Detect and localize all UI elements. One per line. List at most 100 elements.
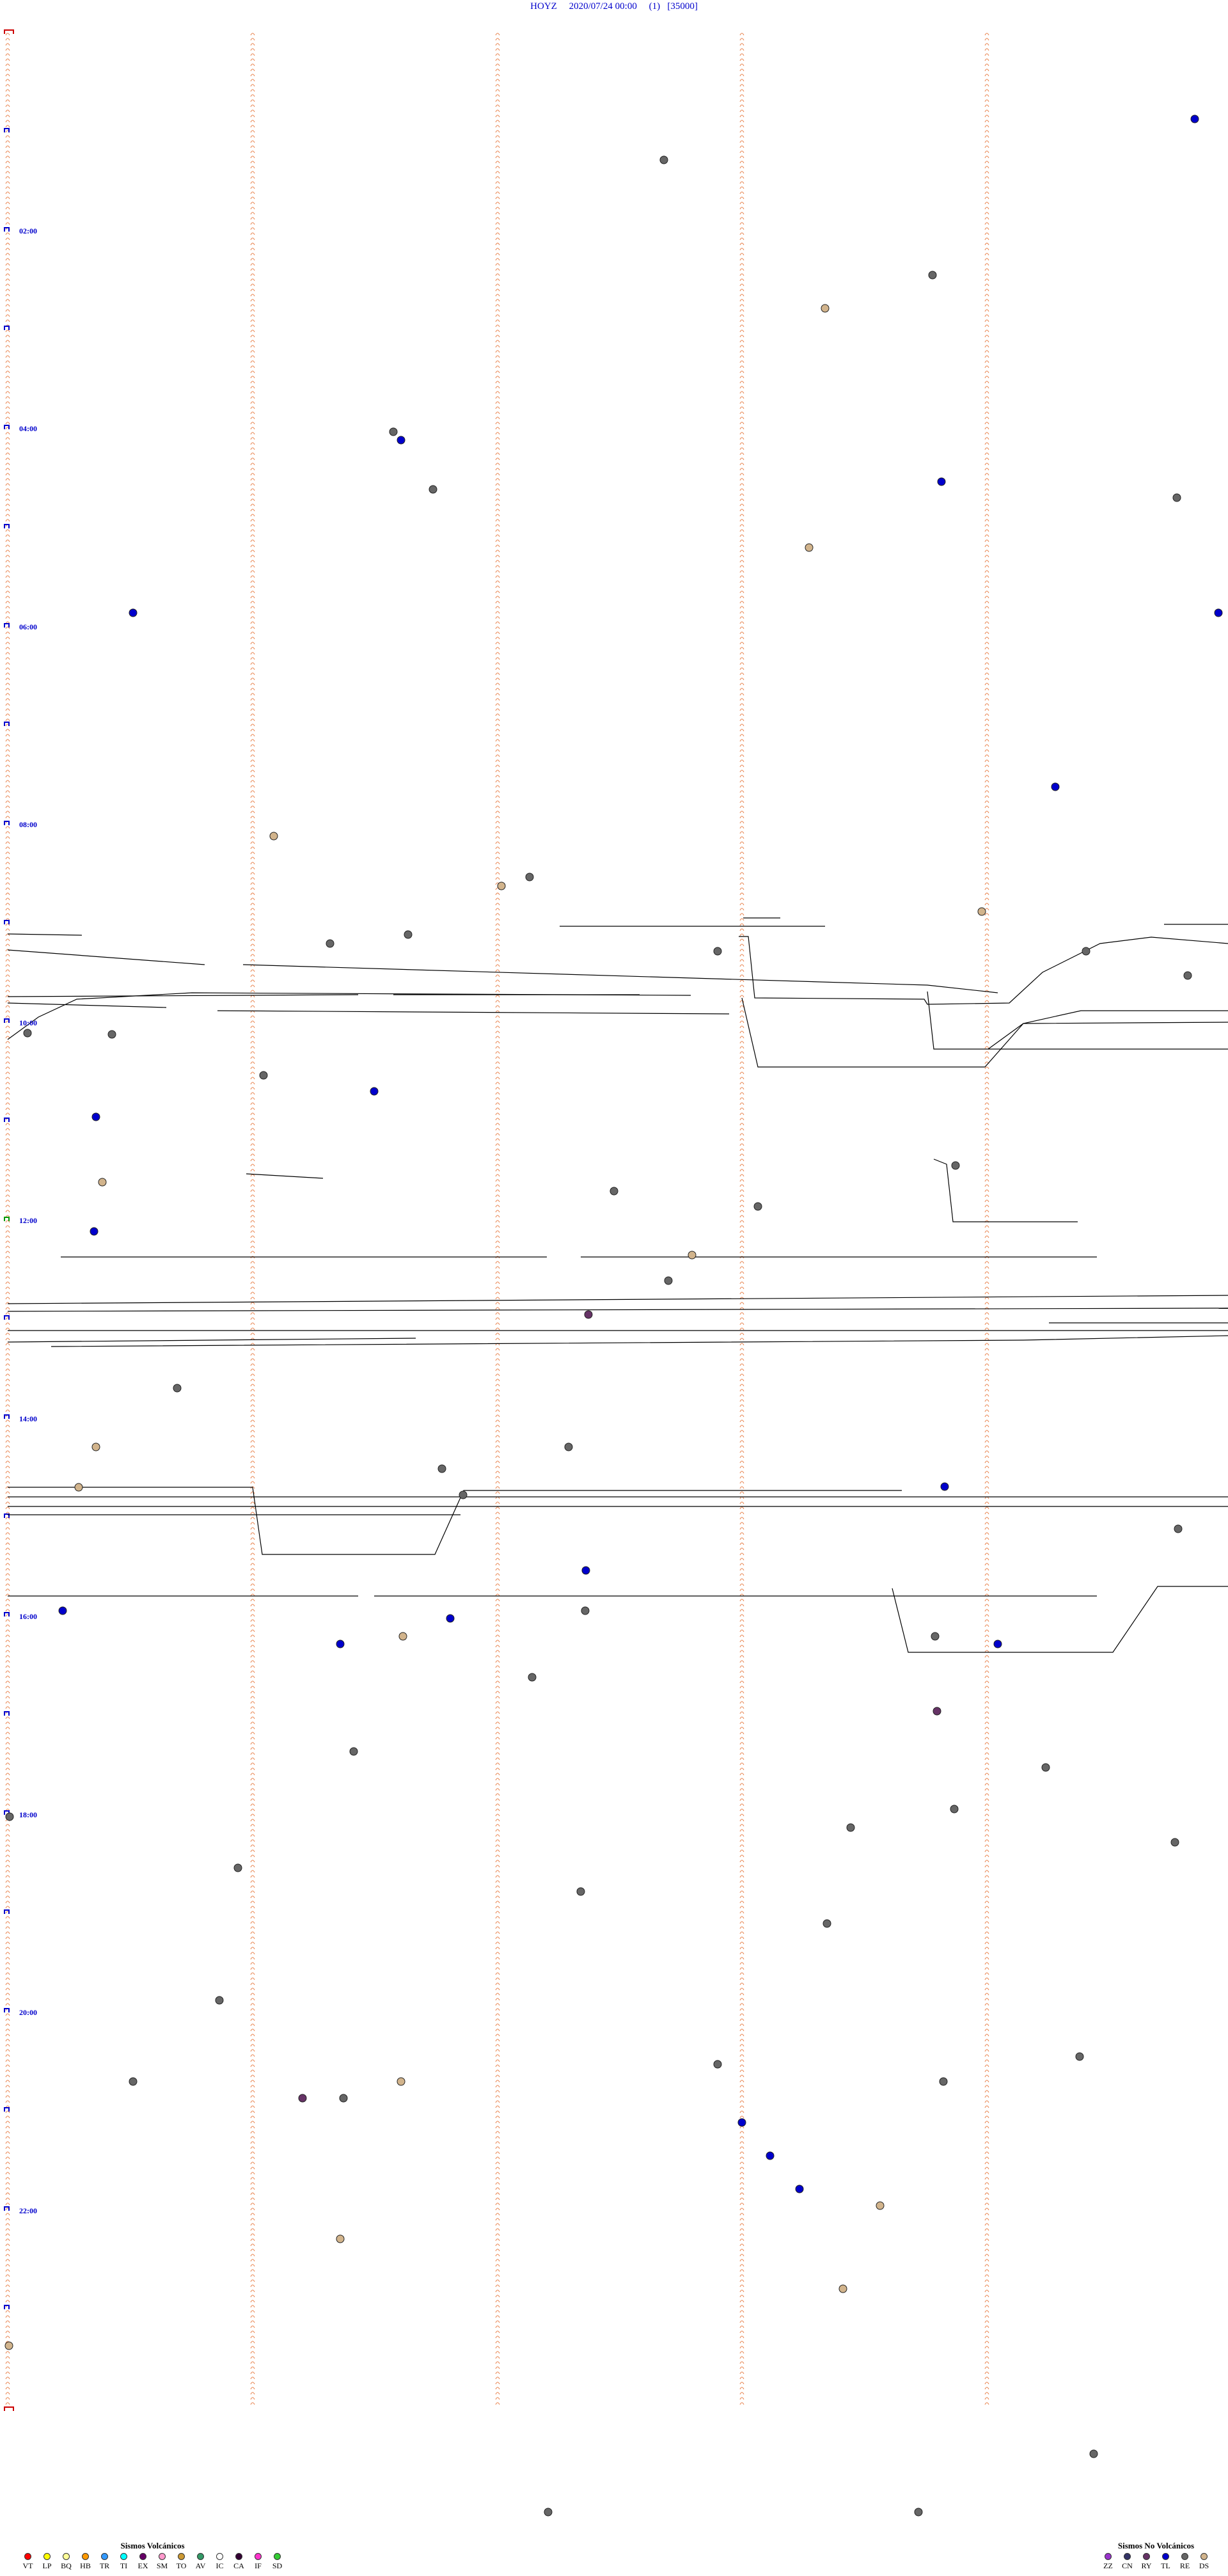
event-dot (951, 1161, 960, 1170)
event-dot (795, 2185, 804, 2193)
hour-bracket (4, 425, 10, 429)
trace-column (984, 33, 989, 2405)
legend-volcanic-title: Sismos Volcánicos (120, 2541, 185, 2550)
event-line (7, 992, 691, 1040)
legend-nonvolcanic-title: Sismos No Volcánicos (1117, 2541, 1195, 2550)
legend-item: CN (1119, 2553, 1136, 2571)
station-code: HOYZ (530, 1, 557, 12)
event-line (892, 1586, 1228, 1653)
event-dot (429, 485, 437, 494)
event-dot (688, 1251, 697, 1260)
hour-bracket (4, 623, 10, 628)
legend-item: BQ (58, 2553, 75, 2571)
hour-bracket (4, 2008, 10, 2012)
event-dot (1183, 971, 1192, 980)
event-line (7, 1308, 1228, 1312)
legend-dot (43, 2553, 51, 2560)
hour-label: 14:00 (19, 1414, 37, 1423)
hour-bracket (4, 1217, 10, 1221)
event-dot (1089, 2449, 1098, 2458)
event-line (246, 1173, 324, 1179)
event-dot (584, 1310, 593, 1319)
legend-item: TO (173, 2553, 190, 2571)
event-dot (298, 2094, 307, 2103)
legend-code: RE (1179, 2561, 1190, 2570)
event-dot (459, 1490, 468, 1499)
event-dot (576, 1887, 585, 1896)
event-dot (397, 436, 405, 445)
legend-item: HB (77, 2553, 94, 2571)
trace-column (250, 33, 255, 2405)
hour-bracket (4, 722, 10, 726)
hour-bracket (4, 29, 14, 34)
event-line (217, 1010, 730, 1015)
legend-item: SM (154, 2553, 171, 2571)
event-line (7, 933, 83, 936)
plot-title: HOYZ 2020/07/24 00:00 (1) [35000] (0, 1, 1228, 12)
legend-dot (82, 2553, 89, 2560)
hour-label: 12:00 (19, 1216, 37, 1225)
event-dot (581, 1606, 590, 1615)
event-dot (91, 1442, 100, 1451)
legend-item: IF (249, 2553, 267, 2571)
event-dot (805, 543, 814, 552)
legend-code: AV (195, 2561, 206, 2570)
legend-dot (1105, 2553, 1112, 2560)
scale-value: [35000] (667, 1, 698, 12)
event-dot (446, 1614, 455, 1623)
event-line (7, 1295, 1228, 1304)
event-dot (398, 1632, 407, 1641)
event-dot (437, 1464, 446, 1473)
event-dot (940, 1482, 949, 1491)
legend-code: EX (138, 2561, 148, 2570)
hour-bracket (4, 2206, 10, 2211)
legend-dot (120, 2553, 127, 2560)
hour-label: 06:00 (19, 622, 37, 631)
event-line (933, 1158, 1078, 1222)
event-dot (74, 1483, 83, 1492)
event-dot (1214, 608, 1223, 617)
legend-dot (1181, 2553, 1188, 2560)
hour-bracket (4, 326, 10, 330)
event-dot (933, 1707, 941, 1716)
event-lines (7, 917, 1228, 1653)
hour-bracket (4, 1513, 10, 1518)
hour-label: 20:00 (19, 2008, 37, 2017)
event-dot (1082, 947, 1090, 956)
hour-bracket (4, 1909, 10, 1914)
hour-brackets (4, 29, 14, 2411)
legend-code: BQ (61, 2561, 72, 2570)
event-dot (737, 2118, 746, 2127)
trace-column (495, 33, 500, 2405)
event-dot (370, 1087, 379, 1096)
legend-dot (1200, 2553, 1208, 2560)
hour-bracket (4, 2406, 14, 2411)
hour-label: 18:00 (19, 1810, 37, 1819)
event-dot (928, 271, 937, 280)
legend-code: TO (176, 2561, 187, 2570)
legend-dot (255, 2553, 262, 2560)
hour-bracket (4, 1414, 10, 1419)
event-line (7, 994, 359, 997)
event-dot (23, 1029, 32, 1038)
hour-bracket (4, 1315, 10, 1320)
event-dot (1190, 115, 1199, 123)
event-dot (339, 2094, 348, 2103)
event-dot (404, 930, 413, 939)
legend-dot (1143, 2553, 1150, 2560)
legend-dot (1162, 2553, 1169, 2560)
event-dot (1075, 2052, 1084, 2061)
event-dot (336, 1640, 345, 1648)
legend-code: CA (233, 2561, 244, 2570)
event-dot (528, 1673, 537, 1682)
channel-number: (1) (649, 1, 661, 12)
legend-item: RY (1138, 2553, 1155, 2571)
event-dot (215, 1996, 224, 2005)
event-dot (173, 1384, 182, 1393)
event-dot (610, 1187, 618, 1196)
event-line (739, 936, 1228, 1005)
event-dot (993, 1640, 1002, 1648)
hour-labels: 02:00 04:00 06:00 08:00 10:00 12:00 14:0… (19, 226, 37, 2215)
